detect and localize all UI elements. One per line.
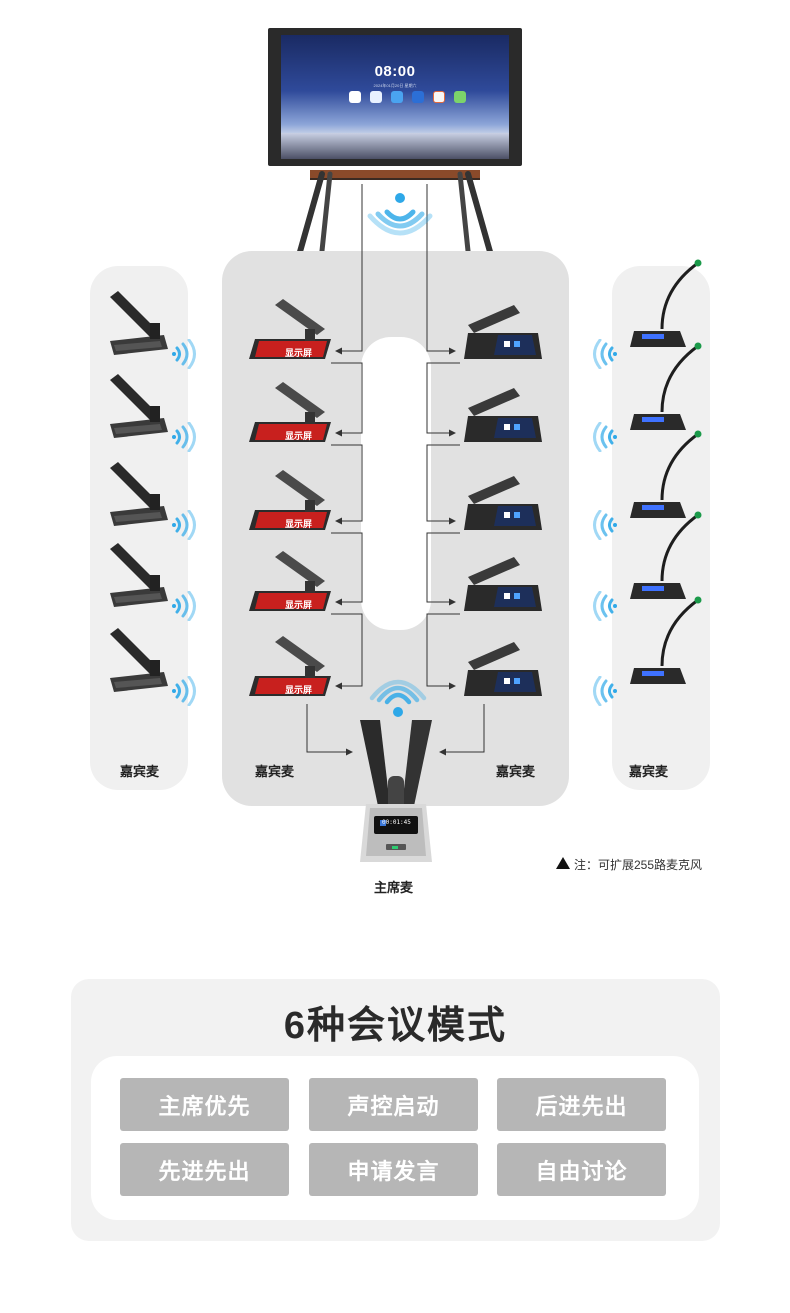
left-guest-mic bbox=[110, 374, 168, 438]
touchscreen-guest-mic bbox=[464, 305, 542, 359]
tv-date: 2024年01月20日 星期六 bbox=[373, 83, 417, 88]
wifi-icon-chairman bbox=[369, 679, 427, 717]
red-display-guest-mic bbox=[249, 636, 331, 696]
gooseneck-guest-mic bbox=[630, 259, 702, 347]
wifi-icon-left bbox=[172, 510, 196, 540]
app-icon bbox=[433, 91, 445, 103]
wifi-icon-tv bbox=[367, 193, 433, 236]
gooseneck-guest-mic bbox=[630, 596, 702, 684]
chairman-label: 主席麦 bbox=[374, 880, 414, 895]
mode-first-in-first-out: 先进先出 bbox=[120, 1143, 289, 1196]
center-panel-cutout bbox=[361, 337, 431, 630]
gooseneck-guest-mic bbox=[630, 511, 702, 599]
center-right-guest-label: 嘉宾麦 bbox=[496, 764, 536, 779]
red-display-label: 显示屏 bbox=[285, 600, 313, 610]
triangle-icon bbox=[556, 857, 570, 869]
app-icon bbox=[370, 91, 382, 103]
center-left-guest-label: 嘉宾麦 bbox=[255, 764, 295, 779]
wifi-icon-left bbox=[172, 676, 196, 706]
red-display-label: 显示屏 bbox=[285, 685, 313, 695]
expansion-note: 注：可扩展255路麦克风 bbox=[574, 858, 703, 872]
left-guest-panel bbox=[90, 266, 188, 790]
red-display-guest-mic bbox=[249, 382, 331, 442]
right-guest-label: 嘉宾麦 bbox=[629, 764, 669, 779]
wifi-icon-left bbox=[172, 591, 196, 621]
touchscreen-guest-mic bbox=[464, 476, 542, 530]
left-guest-mic bbox=[110, 628, 168, 692]
mode-chairman-priority: 主席优先 bbox=[120, 1078, 289, 1131]
wifi-icon-right bbox=[593, 676, 617, 706]
touchscreen-guest-mic bbox=[464, 557, 542, 611]
gooseneck-guest-mic bbox=[630, 430, 702, 518]
mode-last-in-first-out: 后进先出 bbox=[497, 1078, 666, 1131]
chairman-microphone bbox=[360, 720, 432, 862]
app-icon bbox=[412, 91, 424, 103]
touchscreen-guest-mic bbox=[464, 388, 542, 442]
left-guest-mic bbox=[110, 462, 168, 526]
wifi-icon-left bbox=[172, 339, 196, 369]
red-display-guest-mic bbox=[249, 299, 331, 359]
tv-time: 08:00 bbox=[374, 63, 416, 80]
app-icon bbox=[391, 91, 403, 103]
tv-app-icons bbox=[349, 91, 469, 105]
chairman-display-time: 00:01:45 bbox=[382, 819, 411, 826]
gooseneck-guest-mic bbox=[630, 342, 702, 430]
red-display-label: 显示屏 bbox=[285, 519, 313, 529]
tv-screen: 08:00 2024年01月20日 星期六 bbox=[281, 35, 509, 159]
app-icon bbox=[454, 91, 466, 103]
wifi-icon-right bbox=[593, 339, 617, 369]
connection-lines bbox=[306, 184, 485, 756]
mode-voice-activated: 声控启动 bbox=[309, 1078, 478, 1131]
meeting-modes-title: 6种会议模式 bbox=[283, 1005, 508, 1047]
red-display-label: 显示屏 bbox=[285, 431, 313, 441]
mode-request-to-speak: 申请发言 bbox=[309, 1143, 478, 1196]
wifi-icon-right bbox=[593, 422, 617, 452]
touchscreen-guest-mic bbox=[464, 642, 542, 696]
left-guest-mic bbox=[110, 291, 168, 355]
red-display-guest-mic bbox=[249, 551, 331, 611]
tv-display: 08:00 2024年01月20日 星期六 bbox=[268, 28, 522, 166]
wifi-icon-right bbox=[593, 591, 617, 621]
left-guest-mic bbox=[110, 543, 168, 607]
mode-free-discussion: 自由讨论 bbox=[497, 1143, 666, 1196]
wifi-icon-left bbox=[172, 422, 196, 452]
left-guest-label: 嘉宾麦 bbox=[120, 764, 160, 779]
right-guest-panel bbox=[612, 266, 710, 790]
app-icon bbox=[349, 91, 361, 103]
wifi-icon-right bbox=[593, 510, 617, 540]
red-display-guest-mic bbox=[249, 470, 331, 530]
red-display-label: 显示屏 bbox=[285, 348, 313, 358]
